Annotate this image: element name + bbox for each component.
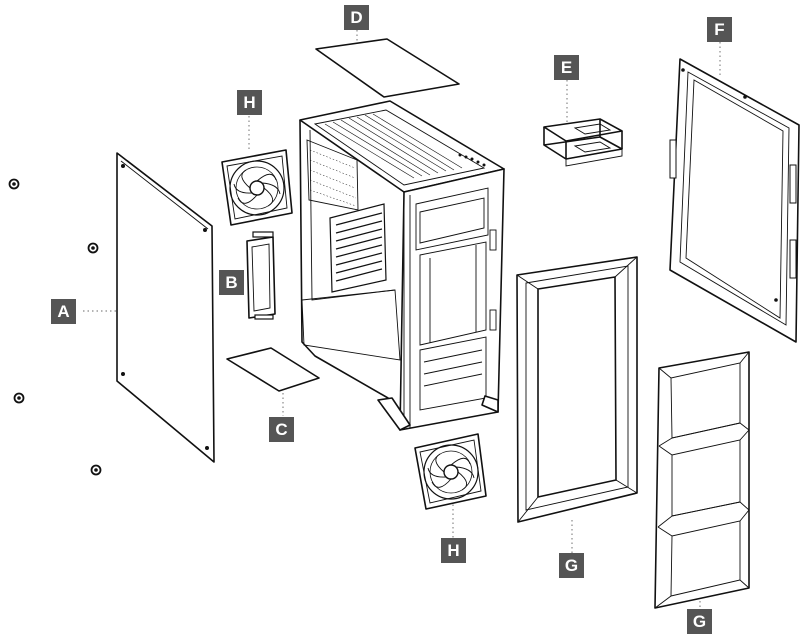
label-h-top: H bbox=[237, 90, 262, 115]
label-h-bottom: H bbox=[441, 538, 466, 563]
drive-cage-e bbox=[543, 118, 623, 167]
thumb-screw bbox=[90, 464, 102, 476]
filter-b bbox=[246, 231, 276, 320]
thumb-screw bbox=[13, 392, 25, 404]
thumb-screw bbox=[8, 178, 20, 190]
label-d: D bbox=[344, 5, 369, 30]
top-filter-d bbox=[315, 38, 460, 98]
bottom-filter-c bbox=[226, 347, 320, 392]
side-panel-a bbox=[116, 152, 215, 463]
label-a: A bbox=[51, 299, 76, 324]
fan-h-bottom bbox=[414, 433, 487, 510]
label-c: C bbox=[269, 417, 294, 442]
thumb-screw bbox=[87, 242, 99, 254]
front-panel-g bbox=[654, 351, 750, 609]
side-panel-f bbox=[669, 58, 800, 343]
label-b: B bbox=[219, 270, 244, 295]
label-e: E bbox=[554, 55, 579, 80]
label-g-front-frame: G bbox=[559, 553, 584, 578]
chassis bbox=[299, 100, 505, 431]
label-g-front-panel: G bbox=[687, 609, 712, 634]
label-f: F bbox=[707, 17, 732, 42]
fan-h-top bbox=[221, 149, 293, 226]
front-frame-g bbox=[516, 256, 638, 523]
thumb-screws bbox=[8, 178, 102, 476]
